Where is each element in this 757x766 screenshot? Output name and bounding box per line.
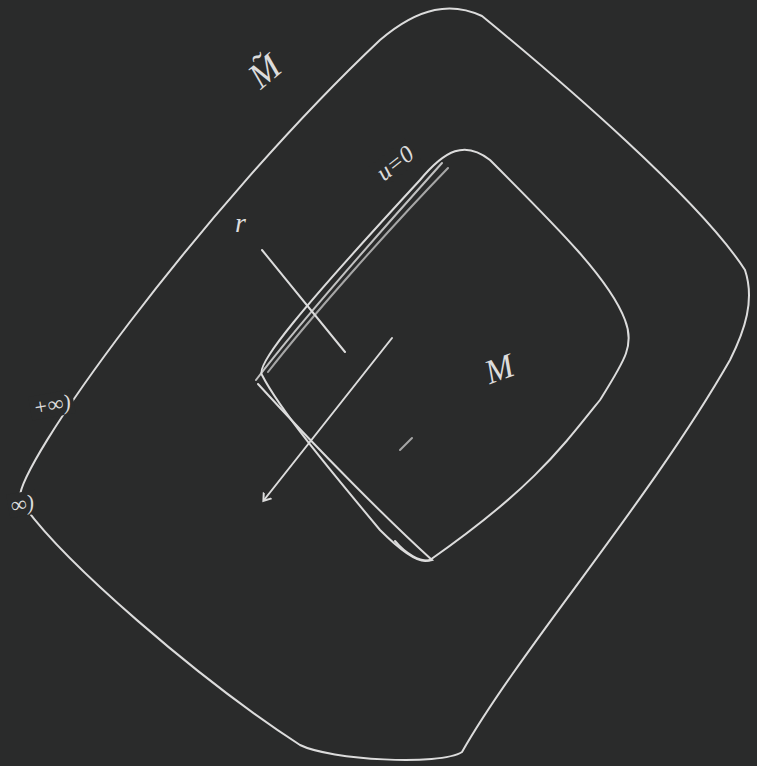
- inner-region: M: [250, 135, 640, 575]
- r-axis-line: [262, 250, 345, 352]
- chalk-mark: [400, 438, 412, 450]
- boundary-condition: u=0: [369, 139, 422, 188]
- arrow-line: [264, 338, 392, 500]
- interval-label: +∞): [28, 389, 75, 420]
- chalk-outline: [250, 135, 640, 575]
- region-label: M: [479, 346, 518, 391]
- interval-label: ∞): [6, 490, 39, 519]
- region-label: M̃: [241, 47, 289, 97]
- axis-label: r: [232, 208, 249, 239]
- boundary-stroke: [268, 168, 448, 372]
- boundary-stroke: [256, 163, 442, 380]
